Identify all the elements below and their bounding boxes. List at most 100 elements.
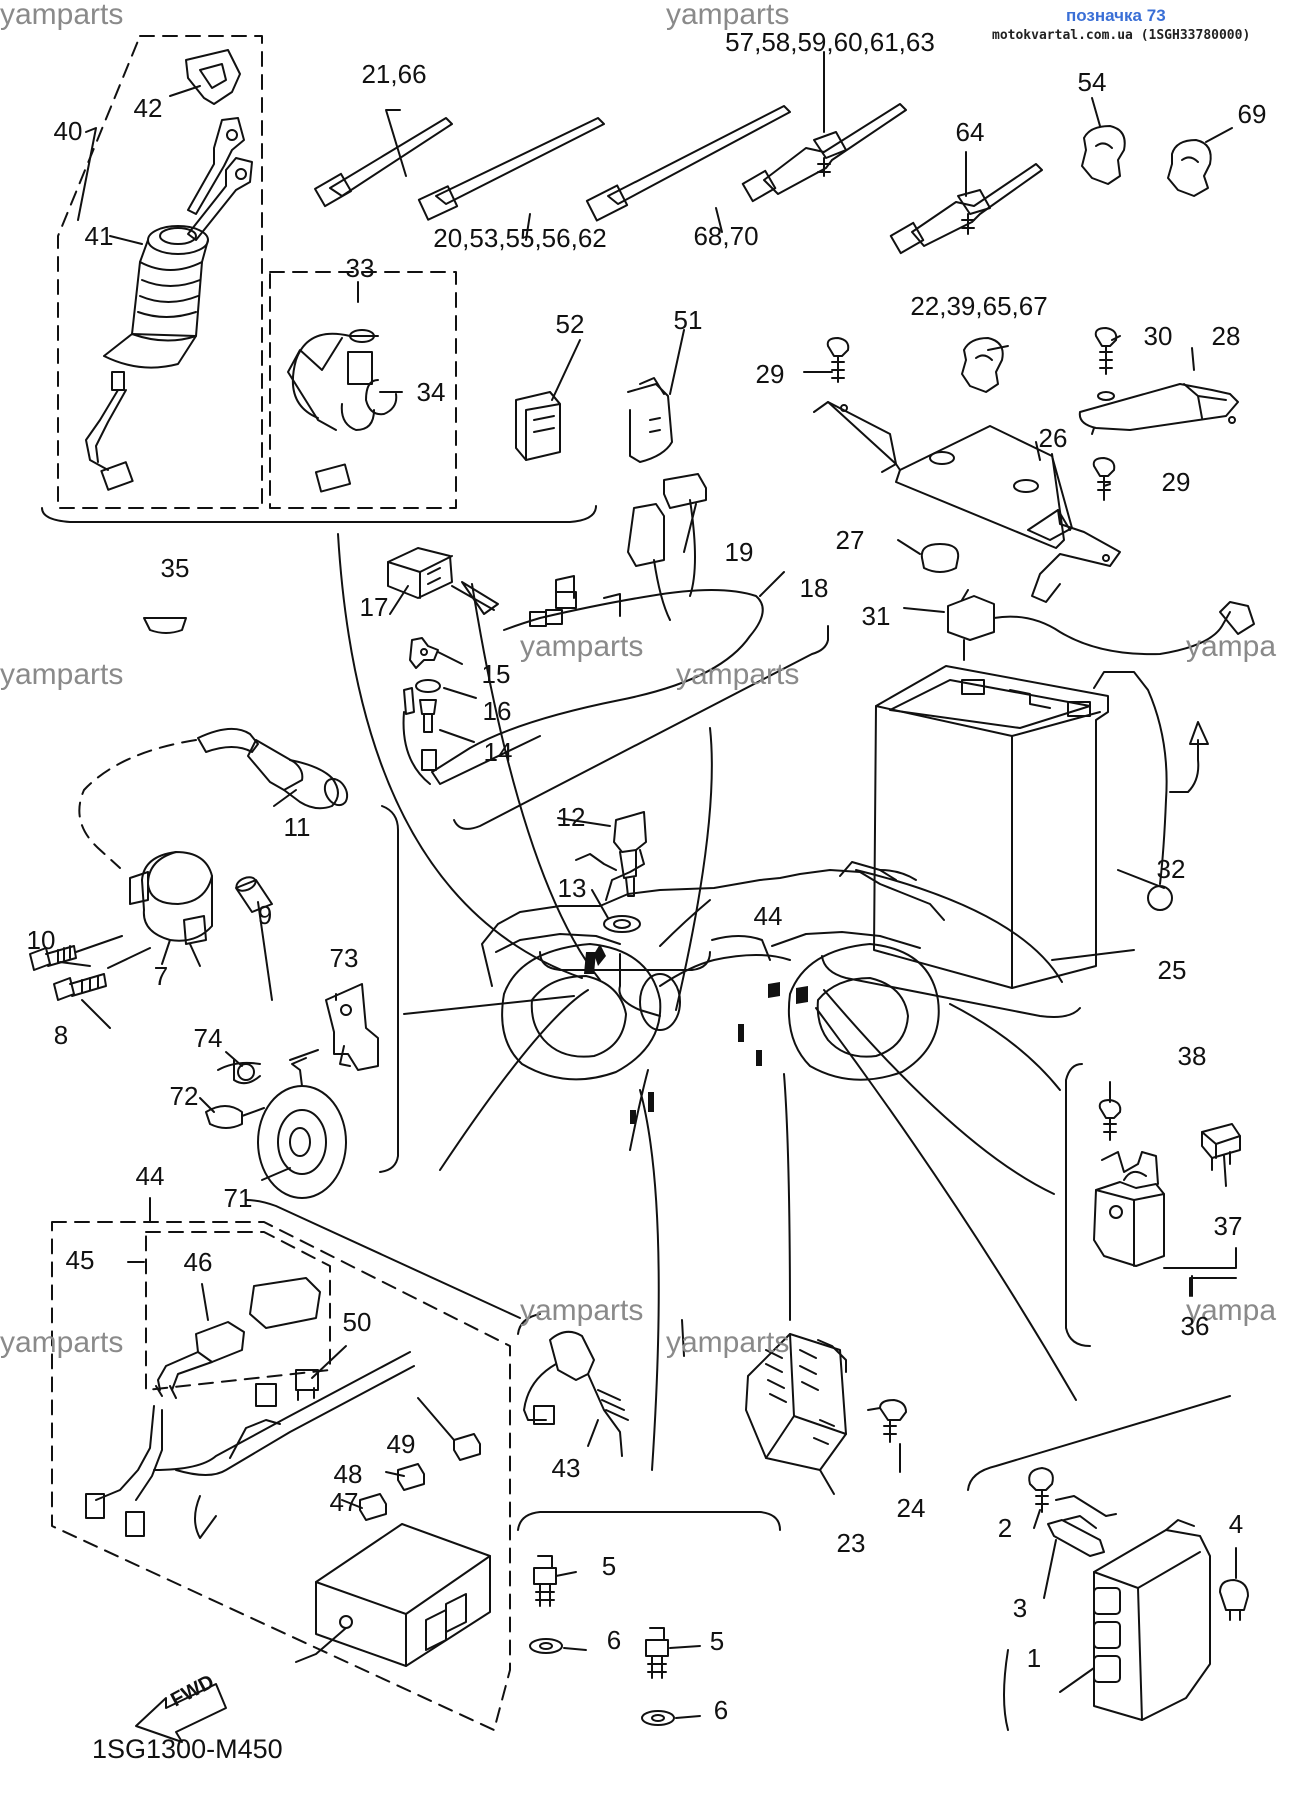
callout-label: 44 <box>135 1161 165 1191</box>
horn-71 <box>257 1085 347 1199</box>
callout-label: 50 <box>342 1307 372 1337</box>
bolt-24 <box>879 1399 907 1421</box>
relay-52 <box>515 391 561 461</box>
cable-32 <box>1093 671 1168 885</box>
watermark: yamparts <box>676 658 800 691</box>
ignition-coil-7 <box>141 851 213 942</box>
watermark: yamparts <box>520 1294 644 1327</box>
callout-label: 42 <box>133 93 163 123</box>
fuse-47 <box>359 1493 387 1521</box>
cushion-27 <box>920 543 960 573</box>
plug-4 <box>1219 1579 1249 1611</box>
group-33-outline <box>269 271 457 509</box>
plug-cap-11-lead <box>197 727 259 753</box>
watermark-truncated: yampa <box>1186 1294 1277 1327</box>
callout-label: 3 <box>1012 1593 1028 1623</box>
callout-label: 6 <box>713 1695 729 1725</box>
header-source: motokvartal.com.ua (1SGH33780000) <box>992 28 1251 43</box>
key-upper <box>187 117 245 215</box>
callout-label: 26 <box>1038 423 1068 453</box>
battery-25 <box>873 665 1109 989</box>
callout-label: 43 <box>551 1453 581 1483</box>
callout-label: 10 <box>26 925 56 955</box>
callout-label: 45 <box>65 1245 95 1275</box>
relay-51 <box>639 377 665 395</box>
callout-label: 5 <box>709 1626 725 1656</box>
band-21 <box>329 117 453 197</box>
bracket-3 <box>1047 1519 1105 1557</box>
fuse-19 <box>663 473 707 509</box>
washer-13 <box>603 915 641 933</box>
flasher-17 <box>387 547 453 599</box>
callout-label: 49 <box>386 1429 416 1459</box>
callout-label: 1 <box>1026 1643 1042 1673</box>
bolt-74 <box>289 1049 319 1061</box>
callout-label: 18 <box>799 573 829 603</box>
rivet-35 <box>143 617 187 634</box>
bracket-73 <box>325 983 379 1071</box>
clip-69 <box>1167 139 1212 197</box>
sensor-43 <box>549 1330 595 1381</box>
terminal-15 <box>409 637 439 669</box>
callout-label: 47 <box>329 1487 359 1517</box>
callout-label: 4 <box>1228 1509 1244 1539</box>
fuse-48 <box>397 1463 425 1491</box>
callout-label: 29 <box>755 359 785 389</box>
band-64 <box>911 163 1043 247</box>
callout-label: 23 <box>836 1528 866 1558</box>
bolt-5-b <box>645 1627 669 1657</box>
callout-label: 31 <box>861 601 891 631</box>
callout-label: 36 <box>1180 1311 1210 1341</box>
callout-label: 48 <box>333 1459 363 1489</box>
callout-label: 68,70 <box>693 221 759 251</box>
callout-label: 38 <box>1177 1041 1207 1071</box>
callout-label: 32 <box>1156 854 1186 884</box>
callout-label: 14 <box>483 737 513 767</box>
band-68 <box>607 105 791 205</box>
callout-label: 74 <box>193 1023 223 1053</box>
callout-label: 52 <box>555 309 585 339</box>
cover-46 <box>249 1277 321 1329</box>
callout-label: 29 <box>1161 467 1191 497</box>
bolt-8 <box>53 973 107 1001</box>
cap-31 <box>947 595 995 641</box>
callout-label: 12 <box>556 802 586 832</box>
callout-label: 13 <box>557 873 587 903</box>
bolt-38 <box>1098 1099 1122 1119</box>
callout-label: 19 <box>724 537 754 567</box>
callout-label: 33 <box>345 253 375 283</box>
callout-label: 25 <box>1157 955 1187 985</box>
group-40-outline <box>57 35 263 509</box>
callout-label: 64 <box>955 117 985 147</box>
bracket-top-left <box>41 505 597 523</box>
callout-label: 73 <box>329 943 359 973</box>
callout-label: 30 <box>1143 321 1173 351</box>
callout-label: 15 <box>481 659 511 689</box>
fuse-box <box>315 1523 491 1667</box>
bolt-5-a <box>533 1555 557 1585</box>
watermark: yamparts <box>520 630 644 663</box>
fuse-37 <box>1201 1123 1241 1159</box>
fuse-49 <box>453 1433 481 1461</box>
callout-label: 7 <box>153 961 169 991</box>
callout-label: 22,39,65,67 <box>910 291 1048 321</box>
cover-28 <box>1078 383 1239 431</box>
bolt-29-top <box>826 337 850 357</box>
callout-label: 40 <box>53 116 83 146</box>
key-cap-42 <box>185 49 241 105</box>
callout-label: 21,66 <box>361 59 427 89</box>
callout-label: 24 <box>896 1493 926 1523</box>
callout-label: 72 <box>169 1081 199 1111</box>
callout-label: 2 <box>997 1513 1013 1543</box>
watermark: yamparts <box>0 0 124 31</box>
diagram-code: 1SG1300-M450 <box>92 1734 283 1764</box>
callout-label: 17 <box>359 592 389 622</box>
callout-label: 9 <box>257 900 273 930</box>
cdi-unit-1 <box>1093 1529 1211 1721</box>
callout-label: 8 <box>53 1020 69 1050</box>
fwd-arrow <box>135 1683 227 1743</box>
screw-30 <box>1094 327 1118 347</box>
wire-18 <box>431 589 764 785</box>
